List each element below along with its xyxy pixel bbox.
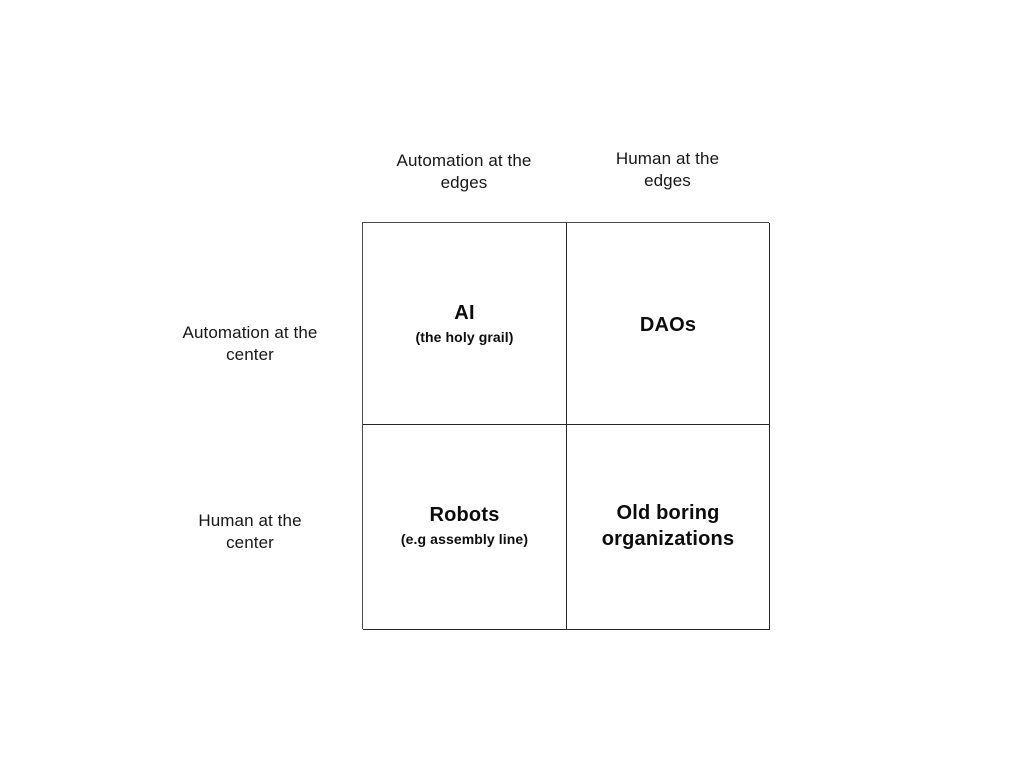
matrix-cell-title-line2: organizations (601, 528, 735, 550)
matrix-cell-robots: Robots (e.g assembly line) (363, 425, 567, 630)
matrix-cell-subtitle: (e.g assembly line) (400, 531, 529, 548)
matrix-grid: AI (the holy grail) DAOs Robots (e.g ass… (362, 222, 770, 630)
row-label-line2: center (226, 345, 274, 365)
row-label-human-center: Human at the center (150, 510, 350, 555)
matrix-cell-title: Robots (429, 504, 500, 527)
matrix-cell-ai: AI (the holy grail) (363, 223, 567, 425)
row-label-automation-center: Automation at the center (150, 322, 350, 367)
matrix-cell-title: DAOs (639, 313, 697, 336)
column-header-line2: edges (644, 171, 691, 191)
column-header-human-edges: Human at the edges (566, 148, 769, 193)
column-header-line1: Automation at the (396, 151, 532, 170)
column-header-line2: edges (440, 173, 488, 193)
matrix-cell-subtitle: (the holy grail) (415, 328, 514, 345)
row-label-line2: center (226, 533, 274, 553)
matrix-cell-old-boring-organizations: Old boring organizations (567, 425, 770, 630)
column-header-line1: Human at the (615, 149, 720, 168)
row-label-line1: Automation at the (182, 323, 318, 342)
matrix-cell-title: AI (454, 301, 475, 324)
matrix-cell-daos: DAOs (567, 223, 770, 425)
column-header-automation-edges: Automation at the edges (362, 150, 566, 195)
matrix-cell-title-line1: Old boring (616, 502, 720, 525)
row-label-line1: Human at the (198, 511, 302, 530)
